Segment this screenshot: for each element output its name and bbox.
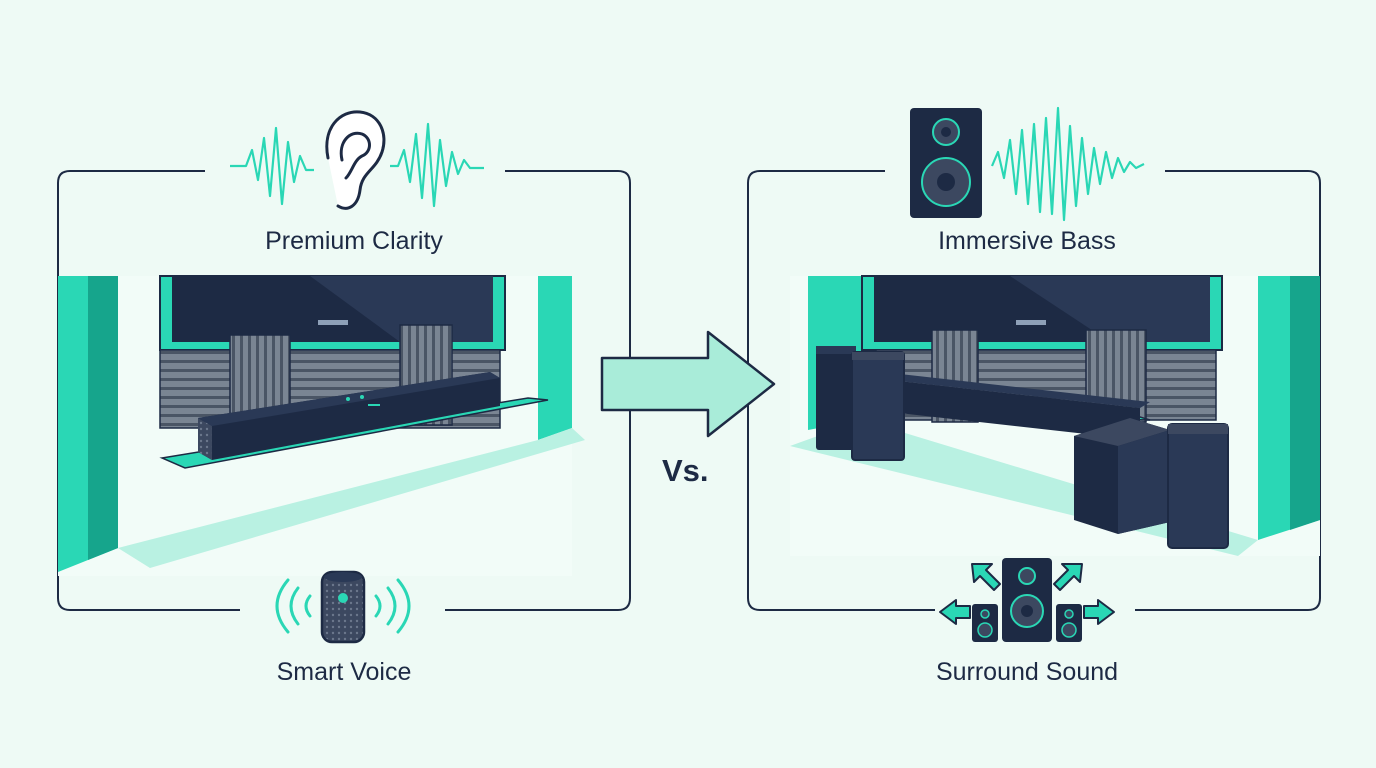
smart-voice-label: Smart Voice	[276, 658, 412, 686]
sound-wave-icon	[230, 122, 484, 208]
right-room-illustration	[790, 275, 1320, 556]
left-room-illustration	[58, 275, 585, 576]
subwoofer	[1074, 418, 1170, 534]
tower-speaker-left	[816, 346, 905, 461]
immersive-bass-label: Immersive Bass	[938, 227, 1116, 255]
premium-clarity-label: Premium Clarity	[265, 227, 443, 255]
speaker-icon	[910, 108, 982, 218]
vs-label: Vs.	[662, 453, 709, 488]
surround-speakers-icon	[939, 558, 1115, 642]
soundbar-illustration	[198, 372, 500, 460]
arrow-right-icon	[600, 330, 776, 438]
ear-icon	[325, 110, 386, 210]
surround-sound-label: Surround Sound	[935, 658, 1119, 686]
tower-speaker-right	[1167, 423, 1229, 549]
sound-wave-icon	[990, 106, 1145, 222]
smart-speaker-icon	[275, 570, 411, 644]
